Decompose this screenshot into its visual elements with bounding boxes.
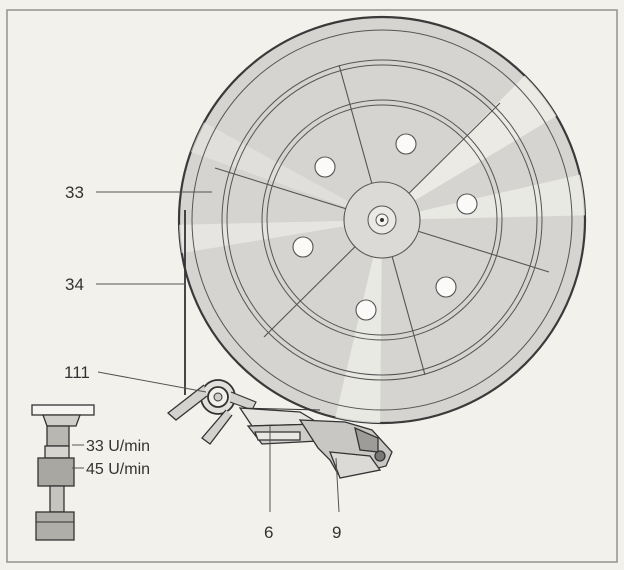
- callout-leaders: [72, 191, 340, 513]
- motor-pulley: [166, 379, 257, 445]
- speed-33-label: 33 U/min: [86, 438, 150, 455]
- callout-6: 6: [264, 523, 273, 542]
- callout-111: 111: [64, 363, 90, 382]
- platter-holes: [292, 133, 478, 321]
- tonearm-assembly: [238, 407, 393, 479]
- diagram-frame: [6, 9, 618, 563]
- spindle-hub: [343, 181, 421, 259]
- callout-33: 33: [65, 183, 84, 202]
- speed-selector-drawing: [31, 404, 95, 541]
- speed-45-label: 45 U/min: [86, 461, 150, 478]
- callout-34: 34: [65, 275, 84, 294]
- platter: [177, 15, 587, 425]
- callout-9: 9: [332, 523, 341, 542]
